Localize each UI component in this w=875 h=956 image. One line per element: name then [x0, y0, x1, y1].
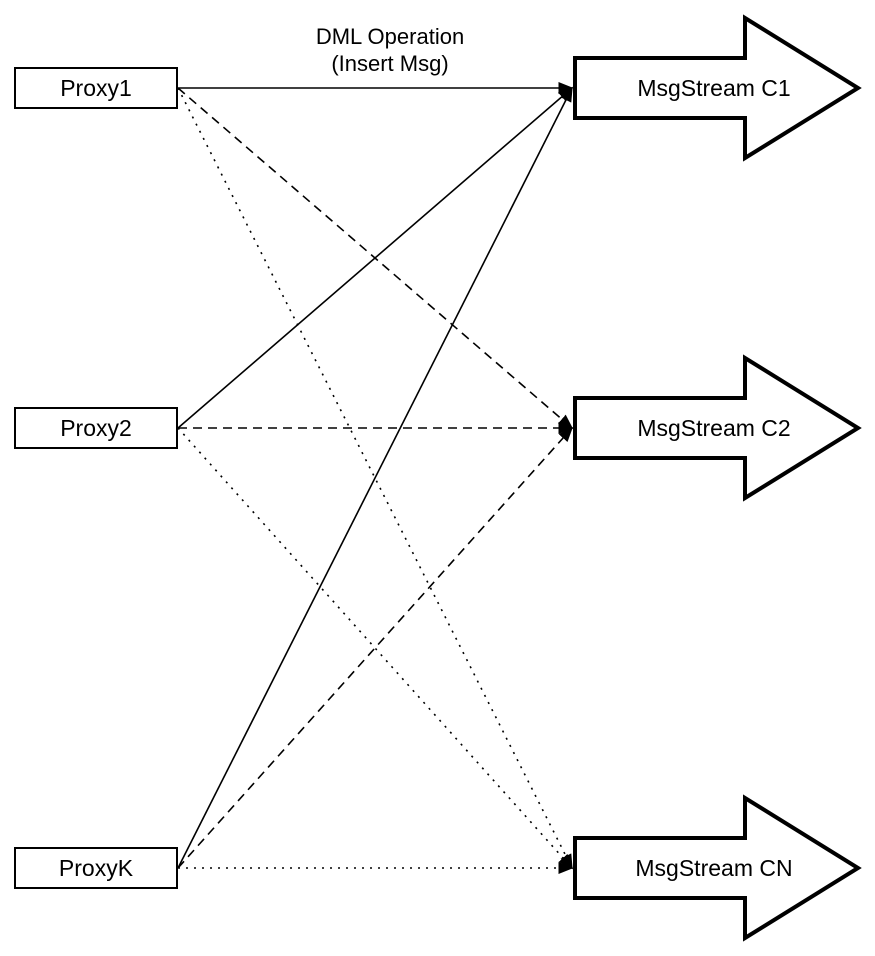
proxy2-box [14, 407, 178, 449]
msgstream-cN-node: MsgStream CN [573, 794, 862, 942]
proxy2-label: Proxy2 [60, 415, 132, 441]
proxyK-box [14, 847, 178, 889]
msgstream-c1-arrow-shape [573, 14, 862, 162]
proxy1-node: Proxy1 [14, 67, 178, 109]
edges-layer [177, 82, 574, 874]
dml-operation-label-line1: DML Operation [316, 24, 464, 49]
msgstream-c2-node: MsgStream C2 [573, 354, 862, 502]
proxy1-label: Proxy1 [60, 75, 132, 101]
edge-proxy1-to-cN [177, 87, 573, 870]
proxyK-node: ProxyK [14, 847, 178, 889]
edge-proxyK-to-c2 [177, 426, 574, 869]
msgstream-c1-label: MsgStream C1 [637, 75, 790, 101]
proxyK-label: ProxyK [59, 855, 134, 881]
edge-proxy2-to-c1 [177, 87, 574, 429]
proxy2-node: Proxy2 [14, 407, 178, 449]
msgstream-cN-arrow-shape [573, 794, 862, 942]
edge-proxyK-to-c1 [177, 86, 573, 869]
msgstream-c1-node: MsgStream C1 [573, 14, 862, 162]
msgstream-c2-label: MsgStream C2 [637, 415, 790, 441]
msgstream-cN-label: MsgStream CN [635, 855, 792, 881]
dml-operation-label-line2: (Insert Msg) [331, 51, 448, 76]
msgstream-c2-arrow-shape [573, 354, 862, 502]
proxy1-box [14, 67, 178, 109]
